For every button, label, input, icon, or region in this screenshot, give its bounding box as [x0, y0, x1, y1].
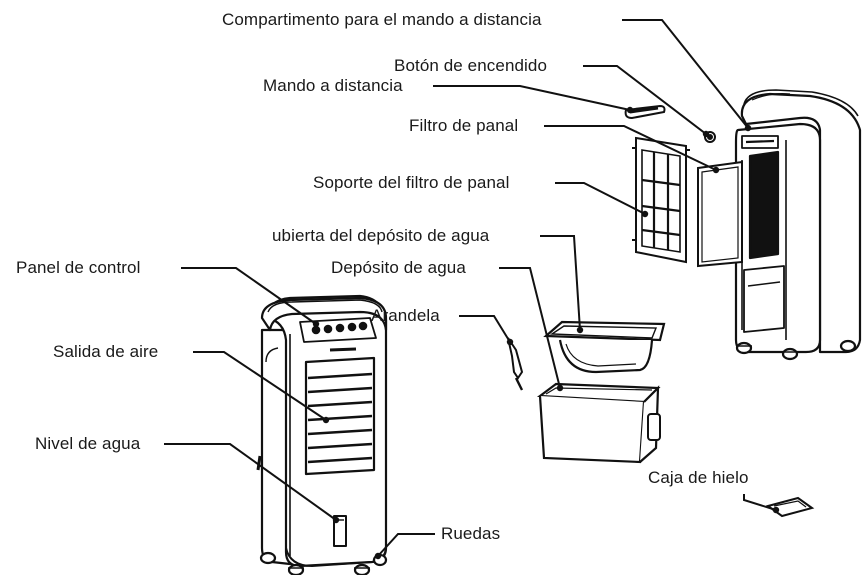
filter-holder-drawing — [632, 136, 690, 264]
exploded-cooler — [734, 89, 862, 361]
washer-drawing — [507, 337, 524, 391]
label-filter-holder: Soporte del filtro de panal — [313, 173, 510, 192]
label-control-panel: Panel de control — [16, 258, 141, 277]
label-water-tank: Depósito de agua — [331, 258, 466, 277]
label-power-button: Botón de encendido — [394, 56, 548, 75]
label-remote-control: Mando a distancia — [263, 76, 403, 95]
water-tank-drawing — [536, 382, 661, 464]
label-air-outlet: Salida de aire — [53, 342, 159, 361]
label-wheels: Ruedas — [441, 524, 501, 543]
power-button-drawing — [704, 131, 716, 143]
ice-box-drawing — [765, 496, 815, 518]
assembled-cooler — [256, 294, 388, 575]
label-water-level: Nivel de agua — [35, 434, 141, 453]
label-tank-cover: ubierta del depósito de agua — [272, 226, 490, 245]
label-washer: Arandela — [371, 306, 440, 325]
tank-cover-drawing — [543, 320, 666, 374]
label-honeycomb-filter: Filtro de panal — [409, 116, 519, 135]
honeycomb-filter-drawing — [697, 160, 743, 268]
remote-control-drawing — [624, 104, 666, 120]
label-ice-box: Caja de hielo — [648, 468, 749, 487]
leader-lines — [164, 19, 780, 560]
label-remote-compartment: Compartimento para el mando a distancia — [222, 10, 542, 29]
